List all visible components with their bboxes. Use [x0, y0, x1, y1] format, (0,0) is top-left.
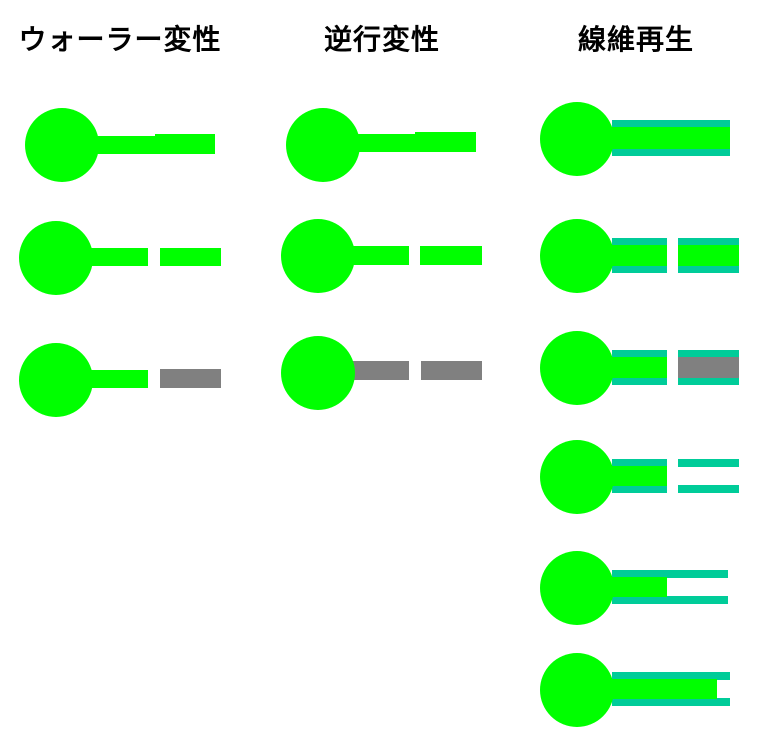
- axon-regrowing: [610, 577, 667, 597]
- cell-body: [540, 653, 614, 727]
- sheath-distal-bottom: [678, 485, 739, 493]
- cell-body: [19, 343, 93, 417]
- cell-body: [540, 102, 614, 176]
- wallerian-stage-degenerated: [19, 343, 221, 417]
- column-title-wallerian-degeneration: ウォーラー変性: [18, 23, 222, 56]
- column-title-fiber-regeneration: 線維再生: [577, 23, 694, 56]
- axon-proximal: [610, 245, 667, 266]
- sheath-distal-top: [678, 459, 739, 467]
- cell-body: [286, 108, 360, 182]
- wallerian-stage-cut: [19, 221, 221, 295]
- cell-body: [281, 336, 355, 410]
- sheath-bottom: [612, 596, 728, 604]
- axon-distal-degenerated: [421, 361, 482, 380]
- regeneration-stage-4-cleared: [540, 440, 739, 514]
- cell-body: [281, 219, 355, 293]
- axon-distal: [678, 245, 739, 266]
- cell-body: [19, 221, 93, 295]
- cell-body: [540, 551, 614, 625]
- axon-proximal-degenerated: [347, 361, 409, 380]
- cell-body: [540, 331, 614, 405]
- wallerian-stage-intact: [25, 108, 215, 182]
- retrograde-stage-cut: [281, 219, 482, 293]
- regeneration-stage-5-regrowing: [540, 551, 728, 625]
- axon-proximal: [88, 248, 148, 266]
- sheath-top: [612, 672, 730, 680]
- retrograde-stage-intact: [286, 108, 476, 182]
- axon-distal: [415, 132, 476, 152]
- regeneration-stage-1-intact: [540, 102, 730, 176]
- axon-distal: [160, 248, 221, 266]
- axon-distal: [420, 246, 482, 265]
- sheath-top: [612, 570, 728, 578]
- regeneration-stage-2-cut: [540, 219, 739, 293]
- regeneration-stage-6-regenerated: [540, 653, 730, 727]
- axon-proximal: [610, 357, 667, 378]
- axon-proximal: [95, 136, 155, 154]
- sheath-bottom: [612, 698, 730, 706]
- axon-proximal: [355, 134, 415, 152]
- axon: [610, 127, 730, 149]
- axon-distal: [155, 134, 215, 154]
- cell-body: [540, 219, 614, 293]
- cell-body: [540, 440, 614, 514]
- axon-proximal: [347, 246, 409, 265]
- column-title-retrograde-degeneration: 逆行変性: [323, 23, 440, 56]
- axon-proximal: [610, 466, 667, 486]
- retrograde-stage-degenerated: [281, 336, 482, 410]
- axon-proximal: [88, 370, 148, 388]
- regeneration-stage-3-degenerating: [540, 331, 739, 405]
- axon-distal-degenerated: [160, 369, 221, 388]
- axon-regrowing: [610, 679, 717, 699]
- cell-body: [25, 108, 99, 182]
- axon-distal-degenerated: [678, 357, 739, 378]
